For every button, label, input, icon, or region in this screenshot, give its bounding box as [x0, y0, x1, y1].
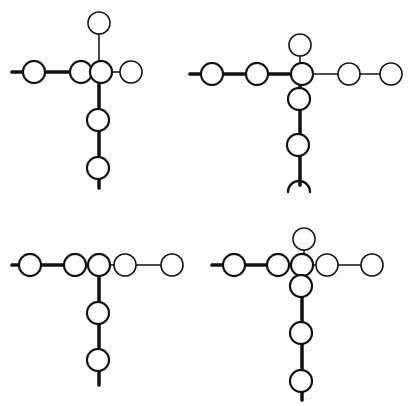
bead [62, 252, 88, 278]
bead [288, 320, 314, 346]
bead [292, 227, 316, 251]
bead [85, 107, 111, 133]
bead [315, 253, 339, 277]
bead [68, 59, 94, 85]
diagram-top-right [188, 33, 403, 194]
bead [199, 61, 225, 87]
bead [288, 273, 314, 299]
bead [286, 86, 312, 112]
bead [87, 11, 111, 35]
bead [85, 155, 111, 181]
bead [113, 253, 137, 277]
bead [21, 59, 47, 85]
bead [244, 61, 270, 87]
bead [119, 60, 143, 84]
bead [360, 253, 384, 277]
bead [379, 62, 403, 86]
diagram-top-left [10, 11, 143, 190]
bead [85, 300, 111, 326]
bead [265, 252, 291, 278]
bead [337, 62, 361, 86]
bead [17, 252, 43, 278]
bead [86, 252, 112, 278]
bead [88, 59, 114, 85]
open-chain-end [286, 179, 312, 194]
bead [160, 253, 184, 277]
diagram-bottom-left [10, 252, 184, 387]
bead [288, 33, 312, 57]
bead [289, 252, 315, 278]
bead [85, 347, 111, 373]
bead [289, 61, 315, 87]
bead [285, 132, 311, 158]
diagram-bottom-right [210, 227, 384, 402]
bead [221, 252, 247, 278]
bead [288, 368, 314, 394]
